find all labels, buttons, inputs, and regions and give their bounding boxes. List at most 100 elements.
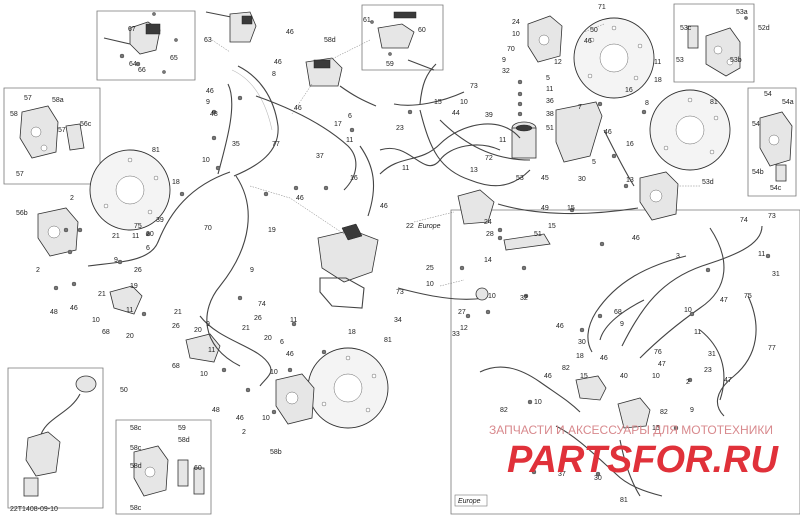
callout: 11 [402, 165, 409, 172]
callout: 39 [485, 112, 493, 119]
callout: 58a [52, 97, 64, 104]
callout: 54b [752, 169, 764, 176]
fasteners [53, 79, 771, 477]
callout: 18 [172, 179, 180, 186]
callout: 9 [502, 57, 506, 64]
callout: 81 [384, 337, 392, 344]
callout: 82 [562, 365, 570, 372]
callout: 14 [484, 257, 492, 264]
callout: 58d [178, 437, 190, 444]
callout: 54a [782, 99, 794, 106]
callout: 25 [426, 265, 434, 272]
inset-box-rear-master-cylinder [361, 4, 444, 71]
callout: 13 [626, 177, 634, 184]
callout: 2 [36, 267, 40, 274]
callout: 73 [768, 213, 776, 220]
callout: 15 [548, 223, 556, 230]
callout: 24 [512, 19, 520, 26]
callout: 11 [346, 137, 353, 144]
callout: 48 [212, 407, 220, 414]
callout: 15 [434, 99, 442, 106]
callout: 21 [174, 309, 182, 316]
inset-box-caliper-rear-right [673, 3, 755, 83]
callout: 34 [394, 317, 402, 324]
callout: 11 [290, 317, 297, 324]
callout: 7 [578, 104, 582, 111]
callout: 15 [580, 373, 588, 380]
callout: 23 [396, 125, 404, 132]
callout: 46 [604, 129, 612, 136]
left-caliper [37, 207, 79, 257]
callout: 18 [654, 77, 662, 84]
inset-box-caliper-right [747, 87, 797, 197]
callout: 53 [516, 175, 524, 182]
callout: 66 [138, 67, 146, 74]
callout: 9 [206, 99, 210, 106]
callout: 73 [470, 83, 478, 90]
region-note: Europe [458, 498, 481, 505]
callout: 82 [500, 407, 508, 414]
watermark: ЗАПЧАСТИ И АКСЕССУАРЫ ДЛЯ МОТОТЕХНИКИ PA… [489, 423, 779, 481]
callout: 46 [556, 323, 564, 330]
callout: 47 [658, 361, 666, 368]
callout: 10 [512, 31, 520, 38]
callout: 54 [752, 121, 760, 128]
brake-disc-bottom [307, 347, 389, 429]
callout: 46 [380, 203, 388, 210]
callout: 11 [208, 347, 215, 354]
callout: 35 [232, 141, 240, 148]
callout: 9 [206, 321, 210, 328]
callout: 61 [363, 17, 371, 24]
callout: 46 [296, 195, 304, 202]
callout: 3 [676, 253, 680, 260]
callout: 58 [10, 111, 18, 118]
callout: 2 [70, 195, 74, 202]
callout: 21 [112, 233, 120, 240]
callout: 37 [316, 153, 324, 160]
brake-pedal [397, 287, 489, 301]
callout: 51 [534, 231, 542, 238]
callout: 23 [704, 367, 712, 374]
callout: 50 [590, 27, 598, 34]
callout: 17 [334, 121, 342, 128]
callout: 9 [250, 267, 254, 274]
callout: 58d [130, 463, 142, 470]
callout: 46 [294, 105, 302, 112]
callout: 39 [156, 217, 164, 224]
callout: 56c [80, 121, 92, 128]
callout: 52d [758, 25, 770, 32]
callout: 53b [730, 57, 742, 64]
brake-pad-bracket-left-a [109, 285, 143, 315]
callout: 70 [507, 46, 515, 53]
callout: 30 [578, 176, 586, 183]
callout: 58d [324, 37, 336, 44]
callout: 81 [710, 99, 718, 106]
callout: 28 [486, 231, 494, 238]
callout: 10 [270, 369, 278, 376]
callout: 12 [554, 59, 562, 66]
ring-bracket [319, 277, 365, 309]
callout: 74 [258, 301, 266, 308]
callout-labels: 67 65 66 64 63 46 61 60 59 58d 24 10 70 … [10, 4, 794, 512]
callout: 77 [272, 141, 280, 148]
callout: 63 [204, 37, 212, 44]
callout: 33 [452, 331, 460, 338]
inset-box-master-cylinder-front [96, 10, 196, 81]
callout: 9 [690, 407, 694, 414]
callout: 75 [744, 293, 752, 300]
center-caliper-mount [457, 189, 495, 225]
callout: 20 [264, 335, 272, 342]
callout: 46 [584, 38, 592, 45]
callout: 46 [206, 88, 214, 95]
callout: 10 [92, 317, 100, 324]
callout: 67 [128, 26, 136, 33]
callout: 57 [24, 95, 32, 102]
rear-master-cylinder-handlebar [305, 57, 377, 107]
callout: 11 [694, 329, 701, 336]
inset-box-caliper-left [3, 87, 101, 185]
callout: 20 [146, 231, 154, 238]
callout: 8 [645, 100, 649, 107]
callout: 68 [614, 309, 622, 316]
callout: 15 [652, 425, 660, 432]
callout: 76 [654, 349, 662, 356]
